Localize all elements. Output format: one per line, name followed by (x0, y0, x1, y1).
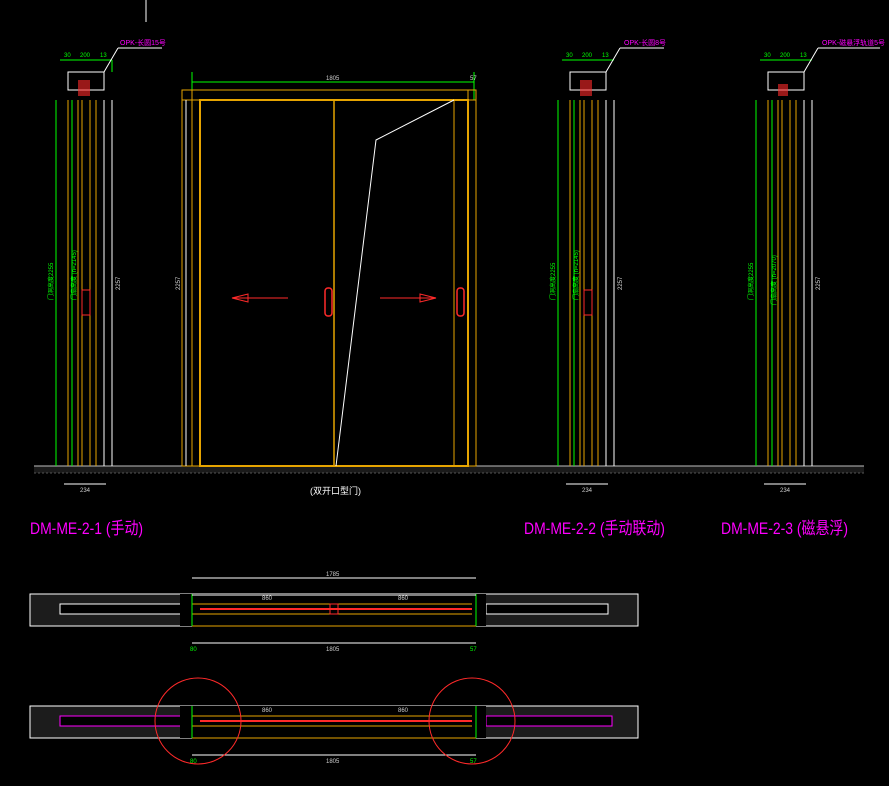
dim-top-a-1: 30 (64, 53, 71, 59)
vertical-note-1: 门洞高度2255 (47, 262, 55, 300)
callout-2: OPK-长圆8号 (624, 38, 666, 47)
dim-plan-side-left-1: 80 (190, 647, 197, 653)
dim-plan-right-half-1: 860 (398, 596, 409, 602)
dim-top-a-2: 30 (566, 53, 573, 59)
dim-side-right: 57 (470, 76, 477, 82)
dim-plan-total: 1785 (326, 572, 340, 578)
dim-top-c-2: 13 (602, 53, 609, 59)
dim-top-a-3: 30 (764, 53, 771, 59)
dim-section-width-1: 234 (80, 488, 91, 494)
door-elevation (181, 72, 477, 467)
dim-plan-left-half-2: 860 (262, 708, 273, 714)
dim-plan-right-half-2: 860 (398, 708, 409, 714)
callout-3: OPK-磁悬浮轨道5号 (822, 38, 885, 47)
view-label-1: DM-ME-2-1 (手动) (30, 519, 144, 538)
side-section-3 (755, 47, 880, 485)
plan-view-1 (29, 577, 639, 644)
plan-view-2 (29, 677, 639, 765)
vertical-note-2: 门扇高度 (h=2145) (70, 250, 78, 300)
side-section-2 (557, 47, 664, 485)
dim-height-1: 2257 (116, 276, 122, 290)
vertical-note-3: 门洞高度2255 (549, 262, 557, 300)
ground-line (34, 465, 864, 474)
vertical-note-5: 门洞高度2255 (747, 262, 755, 300)
vertical-note-6: 门扇高度 (h=2070) (770, 255, 778, 305)
dim-height-2: 2257 (618, 276, 624, 290)
dim-top-b-2: 200 (582, 53, 593, 59)
dim-section-width-2: 234 (582, 488, 593, 494)
callout-1: OPK-长圆15号 (120, 38, 166, 47)
dim-height-3: 2257 (816, 276, 822, 290)
view-label-3: DM-ME-2-3 (磁悬浮) (721, 519, 849, 538)
view-label-2: DM-ME-2-2 (手动联动) (524, 519, 665, 538)
dim-plan-bottom-1: 1805 (326, 647, 340, 653)
dim-plan-bottom-2: 1805 (326, 759, 340, 765)
dim-top-b-3: 200 (780, 53, 791, 59)
dim-top-c-3: 13 (800, 53, 807, 59)
vertical-note-4: 门扇高度 (h=2145) (572, 250, 580, 300)
dim-top-c-1: 13 (100, 53, 107, 59)
dim-plan-side-left-2: 80 (190, 759, 197, 765)
center-caption: (双开口型门) (310, 485, 361, 496)
dim-top-width: 1805 (326, 76, 340, 82)
dim-top-b-1: 200 (80, 53, 91, 59)
dim-section-width-3: 234 (780, 488, 791, 494)
dim-plan-side-right-2: 57 (470, 759, 477, 765)
dim-plan-side-right-1: 57 (470, 647, 477, 653)
dim-height-center: 2257 (176, 276, 182, 290)
side-section-1 (55, 47, 162, 485)
dim-plan-left-half-1: 860 (262, 596, 273, 602)
